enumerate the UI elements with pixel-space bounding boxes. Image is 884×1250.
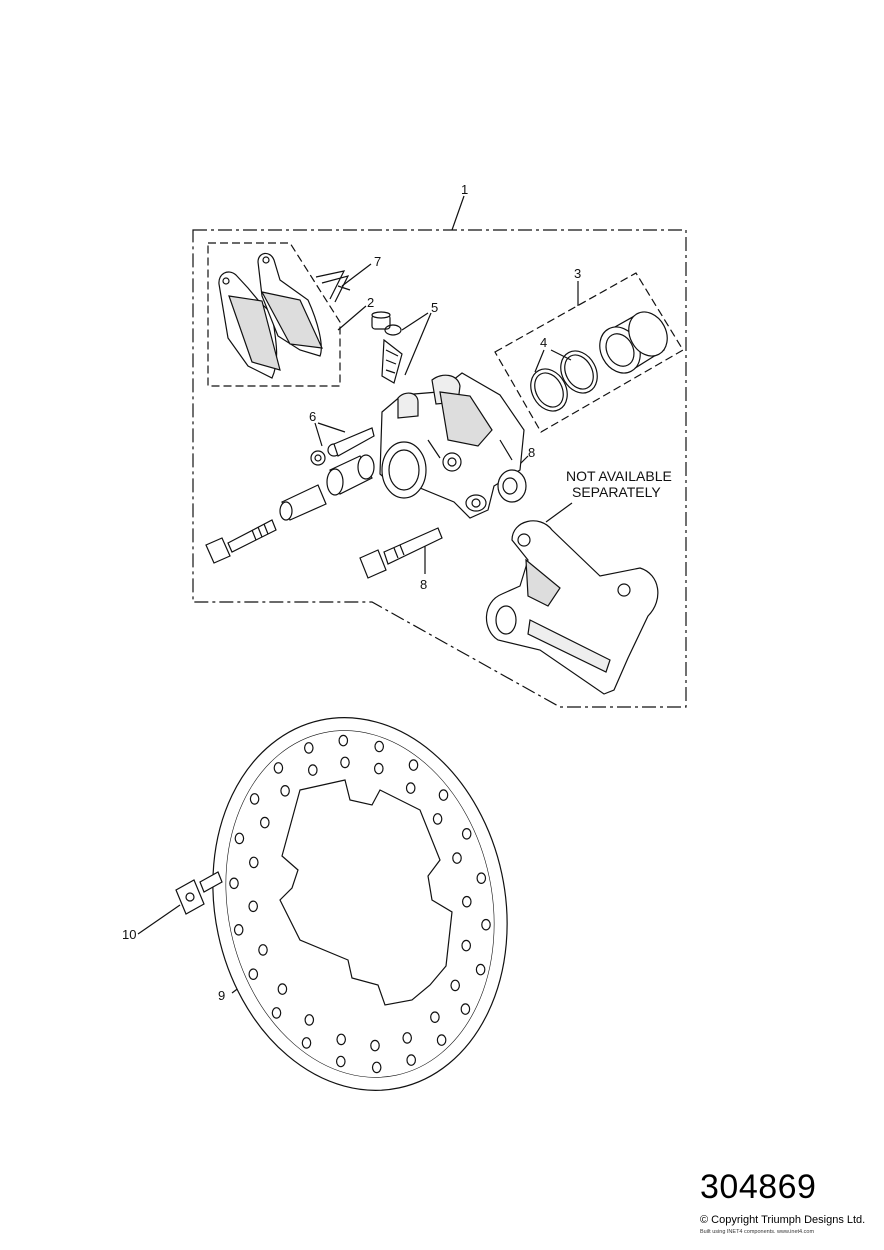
- disc-hole: [336, 1033, 346, 1046]
- disc-hole: [374, 740, 384, 753]
- disc-hole: [461, 827, 472, 840]
- disc-hole: [370, 1039, 380, 1052]
- disc-hole: [229, 877, 239, 890]
- leader-line-na: [545, 502, 573, 523]
- slide-sleeves: [279, 454, 375, 521]
- leader-line-6: [314, 422, 346, 447]
- disc-hole: [452, 852, 462, 864]
- disc-hole: [430, 1011, 440, 1023]
- disc-hole: [402, 1032, 412, 1044]
- disc-hole: [304, 1014, 315, 1026]
- disc-hole: [438, 789, 449, 801]
- disc-hole: [436, 1034, 447, 1046]
- disc-hole: [303, 742, 314, 754]
- leader-line-2: [337, 305, 367, 331]
- disc-hole: [406, 1054, 416, 1066]
- disc-hole: [405, 782, 416, 794]
- note-line-2: SEPARATELY: [572, 484, 661, 500]
- callout-6: 6: [309, 409, 316, 424]
- disc-hole: [280, 784, 290, 797]
- disc-hole: [408, 759, 419, 771]
- callout-1: 1: [461, 182, 468, 197]
- bracket-bolt: [359, 527, 443, 579]
- disc-hole: [277, 983, 288, 995]
- disc-hole: [475, 963, 486, 976]
- disc-hole: [340, 756, 350, 769]
- disc-hole: [476, 872, 487, 884]
- caliper-body: [379, 372, 525, 519]
- disc-hole: [461, 895, 472, 908]
- disc-hole: [248, 900, 258, 913]
- callout-5: 5: [431, 300, 438, 315]
- disc-drill-holes: [229, 734, 491, 1074]
- callout-4: 4: [540, 335, 547, 350]
- caliper-kit-boundary: [192, 229, 687, 708]
- bushing: [497, 469, 527, 503]
- disc-hole: [307, 764, 318, 776]
- disc-hole: [234, 832, 245, 845]
- disc-hole: [248, 968, 259, 980]
- copyright-notice: © Copyright Triumph Designs Ltd.: [700, 1214, 866, 1226]
- note-line-1: NOT AVAILABLE: [566, 468, 672, 484]
- callout-8-upper: 8: [528, 445, 535, 460]
- leader-line-10: [137, 904, 181, 935]
- brake-pads: [218, 252, 323, 379]
- callout-8-lower: 8: [420, 577, 427, 592]
- disc-hole: [461, 939, 471, 952]
- dust-boots: [310, 427, 375, 466]
- disc-hole: [460, 1003, 471, 1015]
- disc-hole: [273, 762, 284, 774]
- caliper-mount-bolt: [205, 519, 277, 564]
- disc-hole: [338, 734, 349, 747]
- diagram-part-number: 304869: [700, 1168, 817, 1206]
- disc-hole: [271, 1007, 282, 1019]
- disc-bolt: [175, 871, 223, 915]
- leader-line-5: [401, 312, 432, 376]
- caliper-bracket: [485, 520, 659, 695]
- pad-set-boundary: [207, 242, 341, 387]
- disc-hole: [371, 1061, 382, 1074]
- callout-3: 3: [574, 266, 581, 281]
- disc-hole: [450, 979, 460, 992]
- disc-hole: [249, 793, 260, 805]
- disc-hole: [258, 944, 268, 956]
- pad-spring: [315, 270, 351, 303]
- piston-seals: [530, 350, 598, 412]
- callout-10: 10: [122, 927, 136, 942]
- leader-line-1: [451, 195, 465, 231]
- disc-hole: [373, 762, 384, 775]
- callout-7: 7: [374, 254, 381, 269]
- disc-hole: [249, 856, 259, 869]
- piston-seal-boundary: [494, 272, 684, 433]
- disc-hole: [301, 1037, 312, 1049]
- disc-hole: [259, 816, 270, 829]
- build-credit: Built using INET4 components. www.inet4.…: [700, 1229, 815, 1235]
- disc-hole: [432, 813, 443, 825]
- caliper-piston: [599, 311, 668, 374]
- callout-2: 2: [367, 295, 374, 310]
- brake-disc: [212, 717, 508, 1091]
- disc-hole: [233, 923, 244, 936]
- disc-hole: [335, 1055, 346, 1068]
- callout-9: 9: [218, 988, 225, 1003]
- disc-hole: [481, 918, 491, 931]
- bleed-nipple: [371, 311, 403, 384]
- leader-line-7: [341, 263, 372, 287]
